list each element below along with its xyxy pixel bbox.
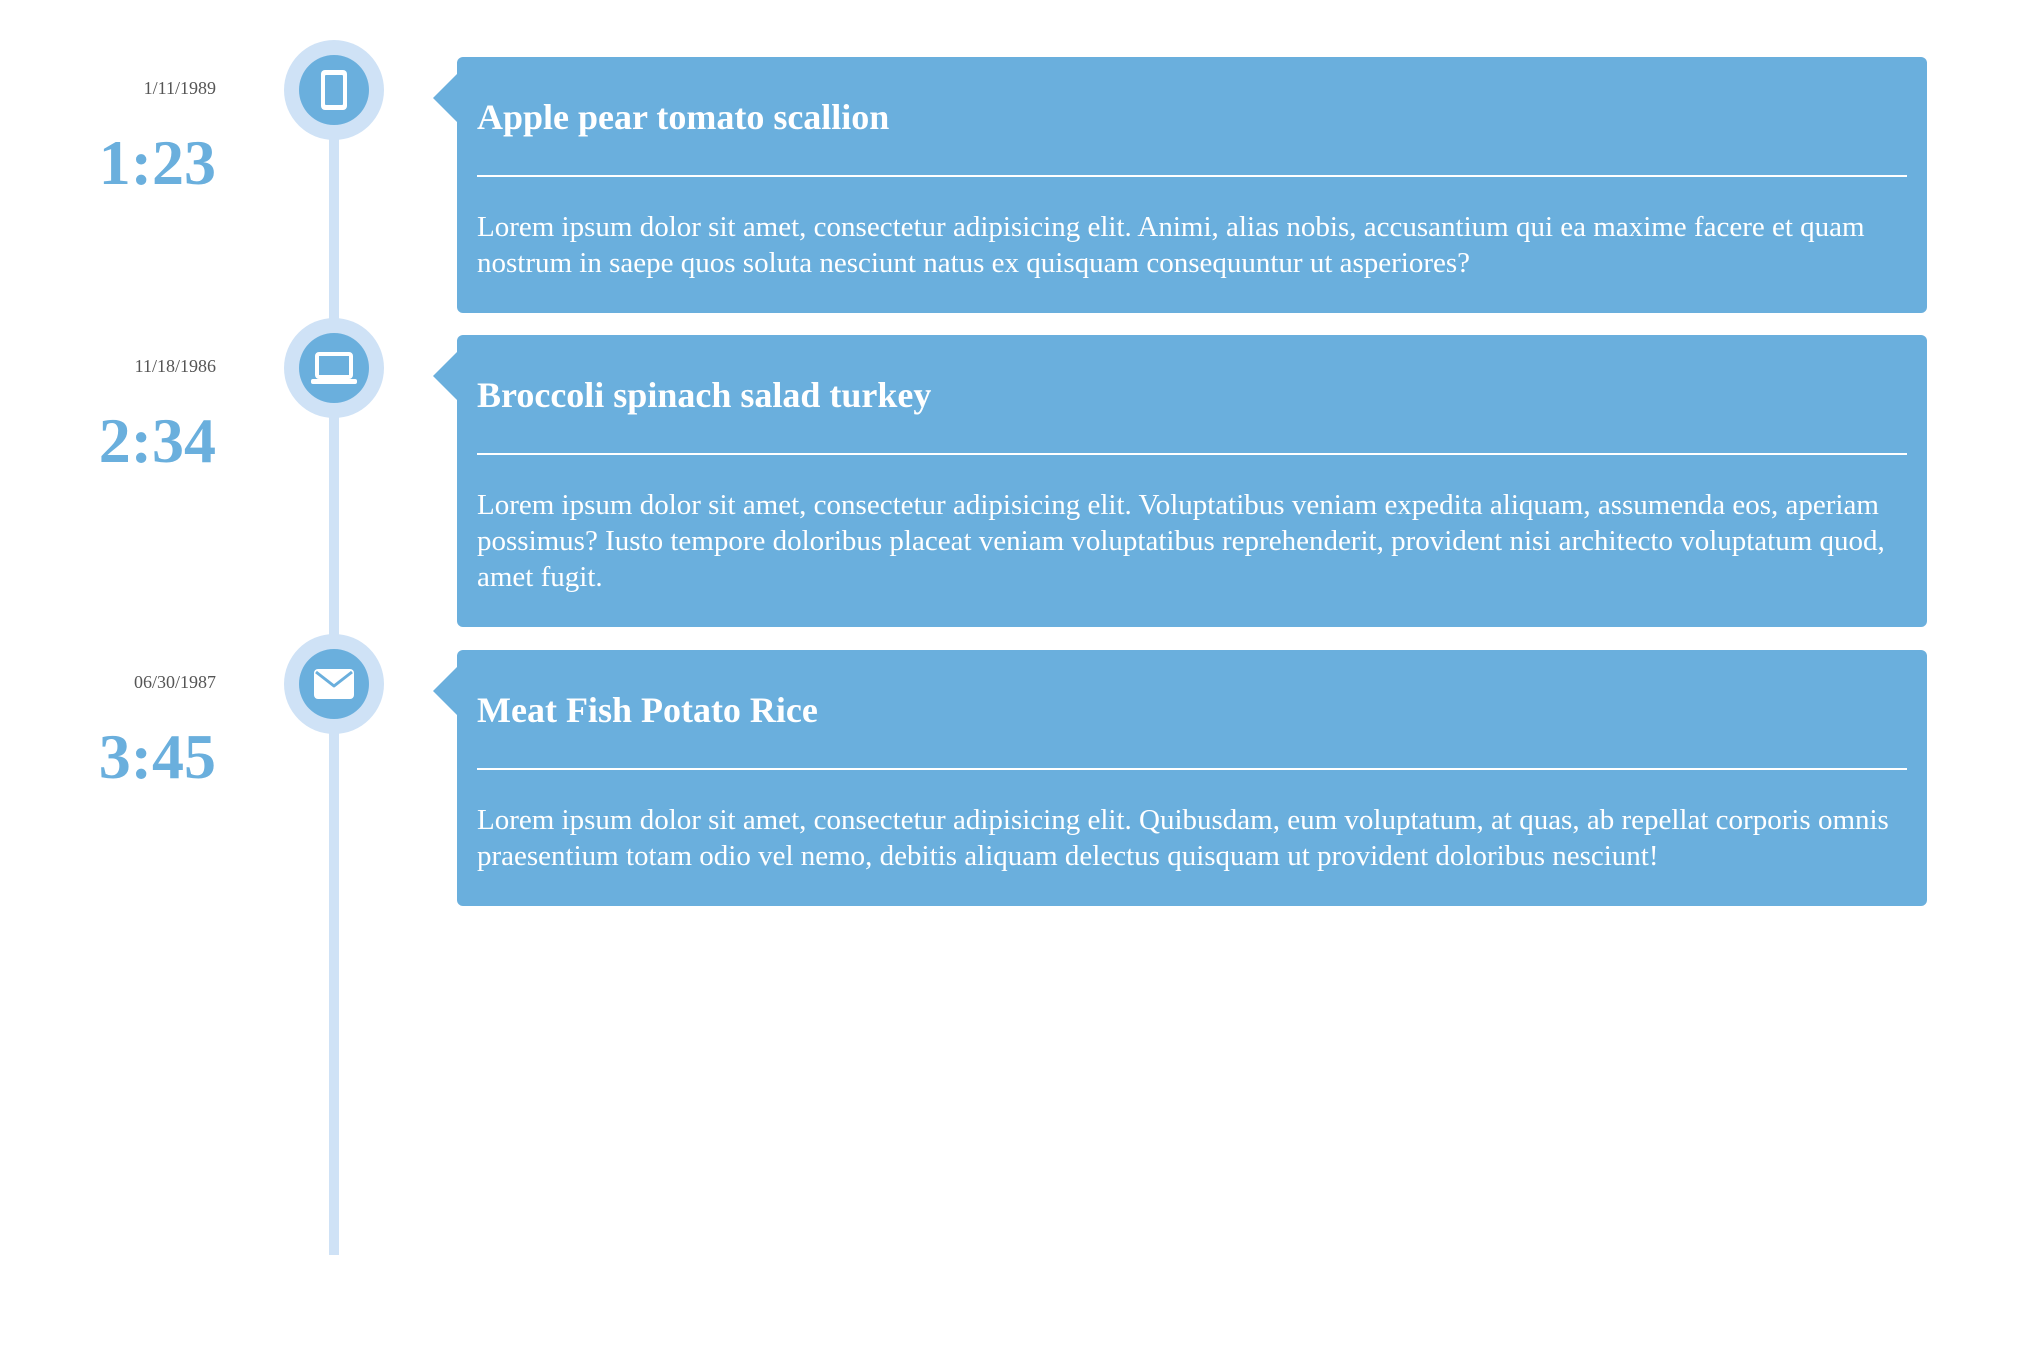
entry-meta: 11/18/1986 2:34: [0, 356, 216, 476]
timeline-card: Meat Fish Potato Rice Lorem ipsum dolor …: [433, 650, 1927, 906]
envelope-icon: [299, 649, 369, 719]
laptop-icon: [299, 333, 369, 403]
timeline-card: Broccoli spinach salad turkey Lorem ipsu…: [433, 335, 1927, 627]
timeline-card: Apple pear tomato scallion Lorem ipsum d…: [433, 57, 1927, 313]
card-title: Apple pear tomato scallion: [477, 57, 1907, 177]
card-body: Lorem ipsum dolor sit amet, consectetur …: [477, 804, 1889, 872]
entry-date: 11/18/1986: [134, 356, 216, 376]
entry-date: 06/30/1987: [133, 672, 216, 692]
card-body: Lorem ipsum dolor sit amet, consectetur …: [477, 211, 1865, 279]
entry-time: 2:34: [98, 405, 216, 476]
entry-time: 1:23: [98, 127, 216, 198]
timeline-node: [284, 40, 384, 140]
card-title: Meat Fish Potato Rice: [477, 650, 1907, 770]
entry-time: 3:45: [98, 721, 216, 792]
entry-date: 1/11/1989: [143, 78, 216, 98]
card-body: Lorem ipsum dolor sit amet, consectetur …: [477, 489, 1885, 593]
timeline-node: [284, 634, 384, 734]
card-title: Broccoli spinach salad turkey: [477, 335, 1907, 455]
entry-meta: 06/30/1987 3:45: [0, 672, 216, 792]
timeline-node: [284, 318, 384, 418]
entry-meta: 1/11/1989 1:23: [0, 78, 216, 198]
mobile-phone-icon: [299, 55, 369, 125]
